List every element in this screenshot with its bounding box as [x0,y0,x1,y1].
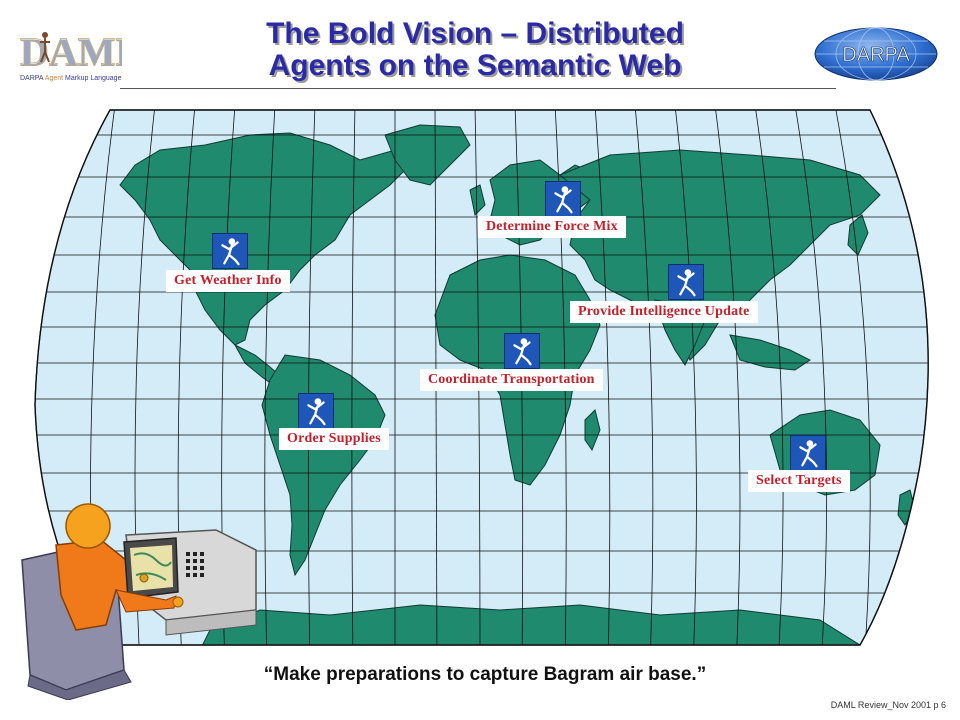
console-map-display [130,545,173,591]
agent-figure-icon[interactable] [668,264,704,300]
daml-logo-figure-icon [40,32,50,63]
agent-label-provide-intelligence-update[interactable]: Provide Intelligence Update [570,301,758,323]
agent-label-select-targets[interactable]: Select Targets [748,470,850,492]
page-title-line1: The Bold Vision – Distributed [266,17,684,50]
operator-at-console-illustration [16,500,266,701]
daml-logo-outline: DAML [20,29,122,74]
svg-text:DARPA Agent Ma: DARPA Agent Markup Language [20,75,122,82]
greenland [384,124,471,186]
daml-logo-darpa: DARPA [20,75,44,82]
daml-logo-rest: Markup Language [65,75,122,82]
agent-label-coordinate-transportation[interactable]: Coordinate Transportation [420,369,603,391]
darpa-logo-text: DARPA [842,44,910,66]
south-america [261,354,386,577]
map-border [34,109,929,646]
agent-label-order-supplies[interactable]: Order Supplies [279,428,389,450]
operator-head [65,503,111,549]
daml-logo: DAML DAML DARPA Agent Markup Language [18,24,143,84]
agent-figure-icon[interactable] [504,333,540,369]
title-underline [120,88,836,89]
agent-label-get-weather-info[interactable]: Get Weather Info [166,270,290,292]
daml-logo-agent: Agent [45,75,63,82]
quote-caption: “Make preparations to capture Bagram air… [263,664,707,685]
north-america [119,132,411,346]
footer-page-label: DAML Review_Nov 2001 p 6 [830,700,946,710]
agent-figure-icon[interactable] [212,233,248,269]
agent-label-determine-force-mix[interactable]: Determine Force Mix [478,216,626,238]
page-title-line2: Agents on the Semantic Web [268,49,682,82]
console-keypad [186,552,204,577]
page-title: The Bold Vision – Distributed Agents on … [150,18,800,82]
daml-logo-text: DAML [20,30,122,75]
agent-figure-icon[interactable] [790,435,826,471]
madagascar [584,409,601,452]
darpa-logo: DARPA [812,26,940,82]
agent-figure-icon[interactable] [298,393,334,429]
southeast-asia [729,334,811,371]
agent-figure-icon[interactable] [545,181,581,217]
